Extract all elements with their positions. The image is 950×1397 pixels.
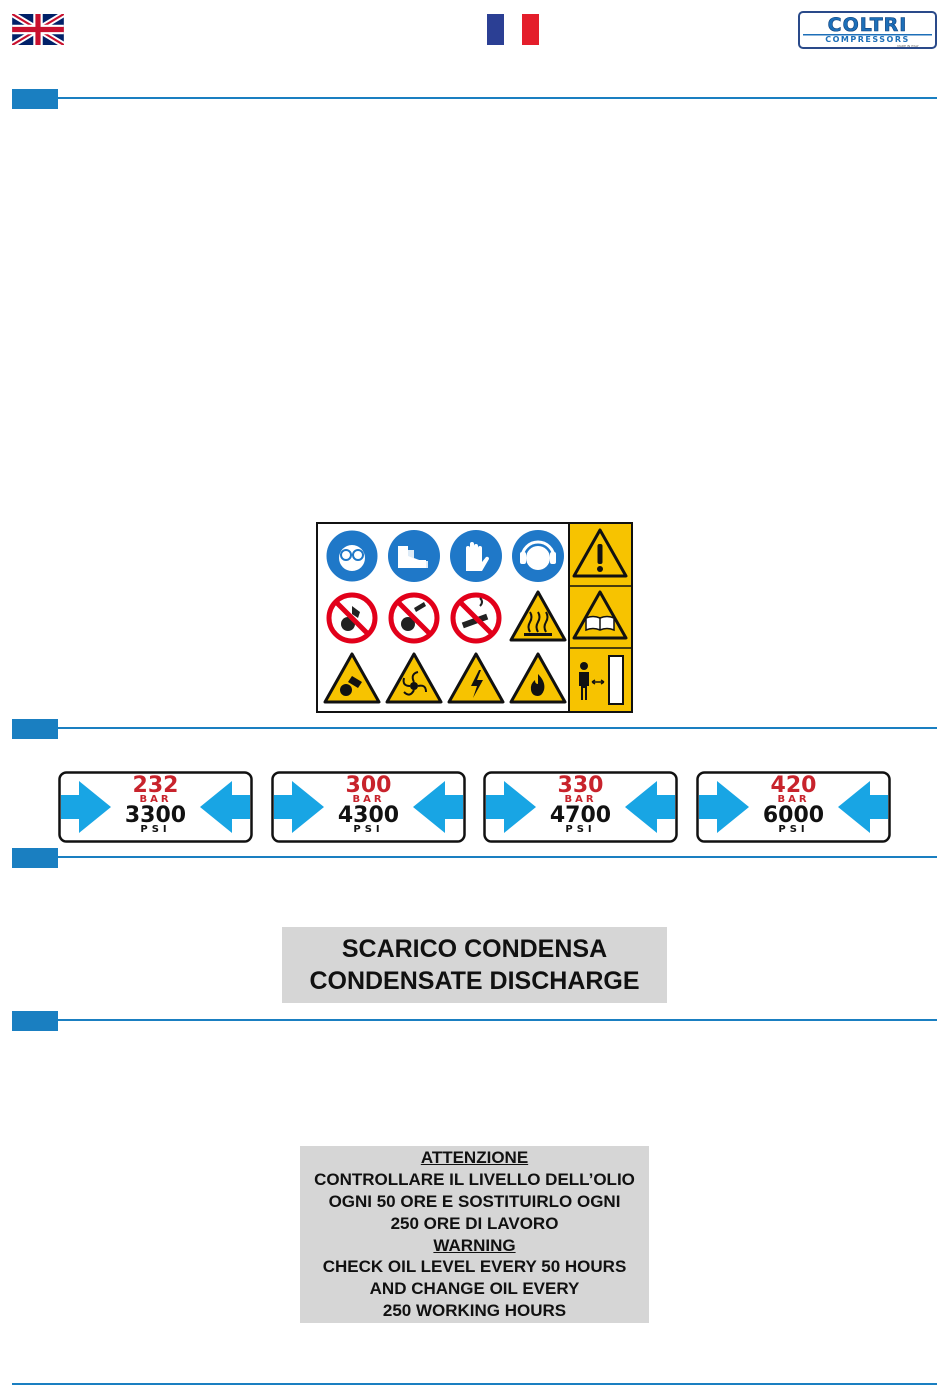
pressure-label-frame [483, 771, 678, 843]
logo-tagline-text: MADE IN ITALY [897, 44, 919, 48]
oil-warning-it-line: CONTROLLARE IL LIVELLO DELL’OLIO [314, 1170, 635, 1190]
logo-sub-text: COMPRESSORS [825, 35, 910, 44]
safety-boots-icon [388, 530, 440, 582]
bar-unit-label: BAR [777, 794, 810, 805]
section-rule [12, 848, 937, 868]
uk-flag-icon [10, 11, 66, 48]
bar-unit-label: BAR [564, 794, 597, 805]
pressure-label: 420 BAR 6000 PSI [696, 771, 891, 843]
pressure-bar-value: 232 [132, 773, 179, 798]
section-rule [12, 1011, 937, 1031]
fan-hazard-icon [385, 652, 443, 704]
safety-signs-panel [316, 522, 633, 713]
pressure-psi-value: 4300 [337, 803, 400, 828]
pressure-psi-value: 3300 [124, 803, 187, 828]
psi-unit-label: PSI [140, 824, 171, 835]
oil-warning-it-line: 250 ORE DI LAVORO [390, 1213, 559, 1233]
read-manual-icon [572, 590, 628, 640]
pressure-psi-value: 4700 [549, 803, 612, 828]
hot-surface-icon [509, 590, 567, 642]
footer-rule [12, 1383, 937, 1385]
psi-unit-label: PSI [778, 824, 809, 835]
pressure-psi-value: 6000 [762, 803, 825, 828]
oil-warning-en-line: CHECK OIL LEVEL EVERY 50 HOURS [322, 1257, 627, 1277]
no-maintenance-while-running-icon [388, 592, 440, 644]
oil-warning-it-line: OGNI 50 ORE E SOSTITUIRLO OGNI [328, 1191, 621, 1211]
oil-warning-label: ATTENZIONE CONTROLLARE IL LIVELLO DELL’O… [300, 1146, 649, 1323]
condensate-label-italian: SCARICO CONDENSA [341, 935, 608, 963]
pressure-label-frame [271, 771, 466, 843]
pressure-label: 232 BAR 3300 PSI [58, 771, 253, 843]
electric-hazard-icon [447, 652, 505, 704]
psi-unit-label: PSI [353, 824, 384, 835]
pressure-bar-value: 420 [770, 773, 817, 798]
gloves-icon [450, 530, 502, 582]
flammable-hazard-icon [509, 652, 567, 704]
oil-warning-en-line: 250 WORKING HOURS [382, 1300, 567, 1320]
eye-protection-icon [325, 529, 379, 583]
bar-unit-label: BAR [139, 794, 172, 805]
section-rule [12, 719, 937, 739]
oil-warning-en-line: AND CHANGE OIL EVERY [369, 1279, 580, 1299]
pressure-label-frame [696, 771, 891, 843]
pressure-label-frame [58, 771, 253, 843]
condensate-label-english: CONDENSATE DISCHARGE [309, 967, 640, 995]
pressure-bar-value: 300 [345, 773, 392, 798]
oil-warning-en-title: WARNING [433, 1235, 516, 1255]
pressure-bar-value: 330 [557, 773, 604, 798]
no-hand-rotating-parts-icon [326, 592, 378, 644]
oil-warning-it-title: ATTENZIONE [420, 1148, 529, 1168]
general-warning-icon [572, 528, 628, 578]
logo-brand-text: COLTRI [828, 14, 908, 36]
no-smoking-icon [450, 592, 502, 644]
fr-flag-icon [487, 14, 539, 45]
section-rule [12, 89, 937, 109]
hand-crush-hazard-icon [323, 652, 381, 704]
pressure-label: 330 BAR 4700 PSI [483, 771, 678, 843]
ear-protection-icon [512, 530, 564, 582]
psi-unit-label: PSI [565, 824, 596, 835]
bar-unit-label: BAR [352, 794, 385, 805]
pressure-label: 300 BAR 4300 PSI [271, 771, 466, 843]
keep-distance-icon [576, 654, 626, 706]
coltri-logo: COLTRI COMPRESSORS MADE IN ITALY [798, 11, 937, 49]
condensate-discharge-label: SCARICO CONDENSA CONDENSATE DISCHARGE [282, 927, 667, 1003]
